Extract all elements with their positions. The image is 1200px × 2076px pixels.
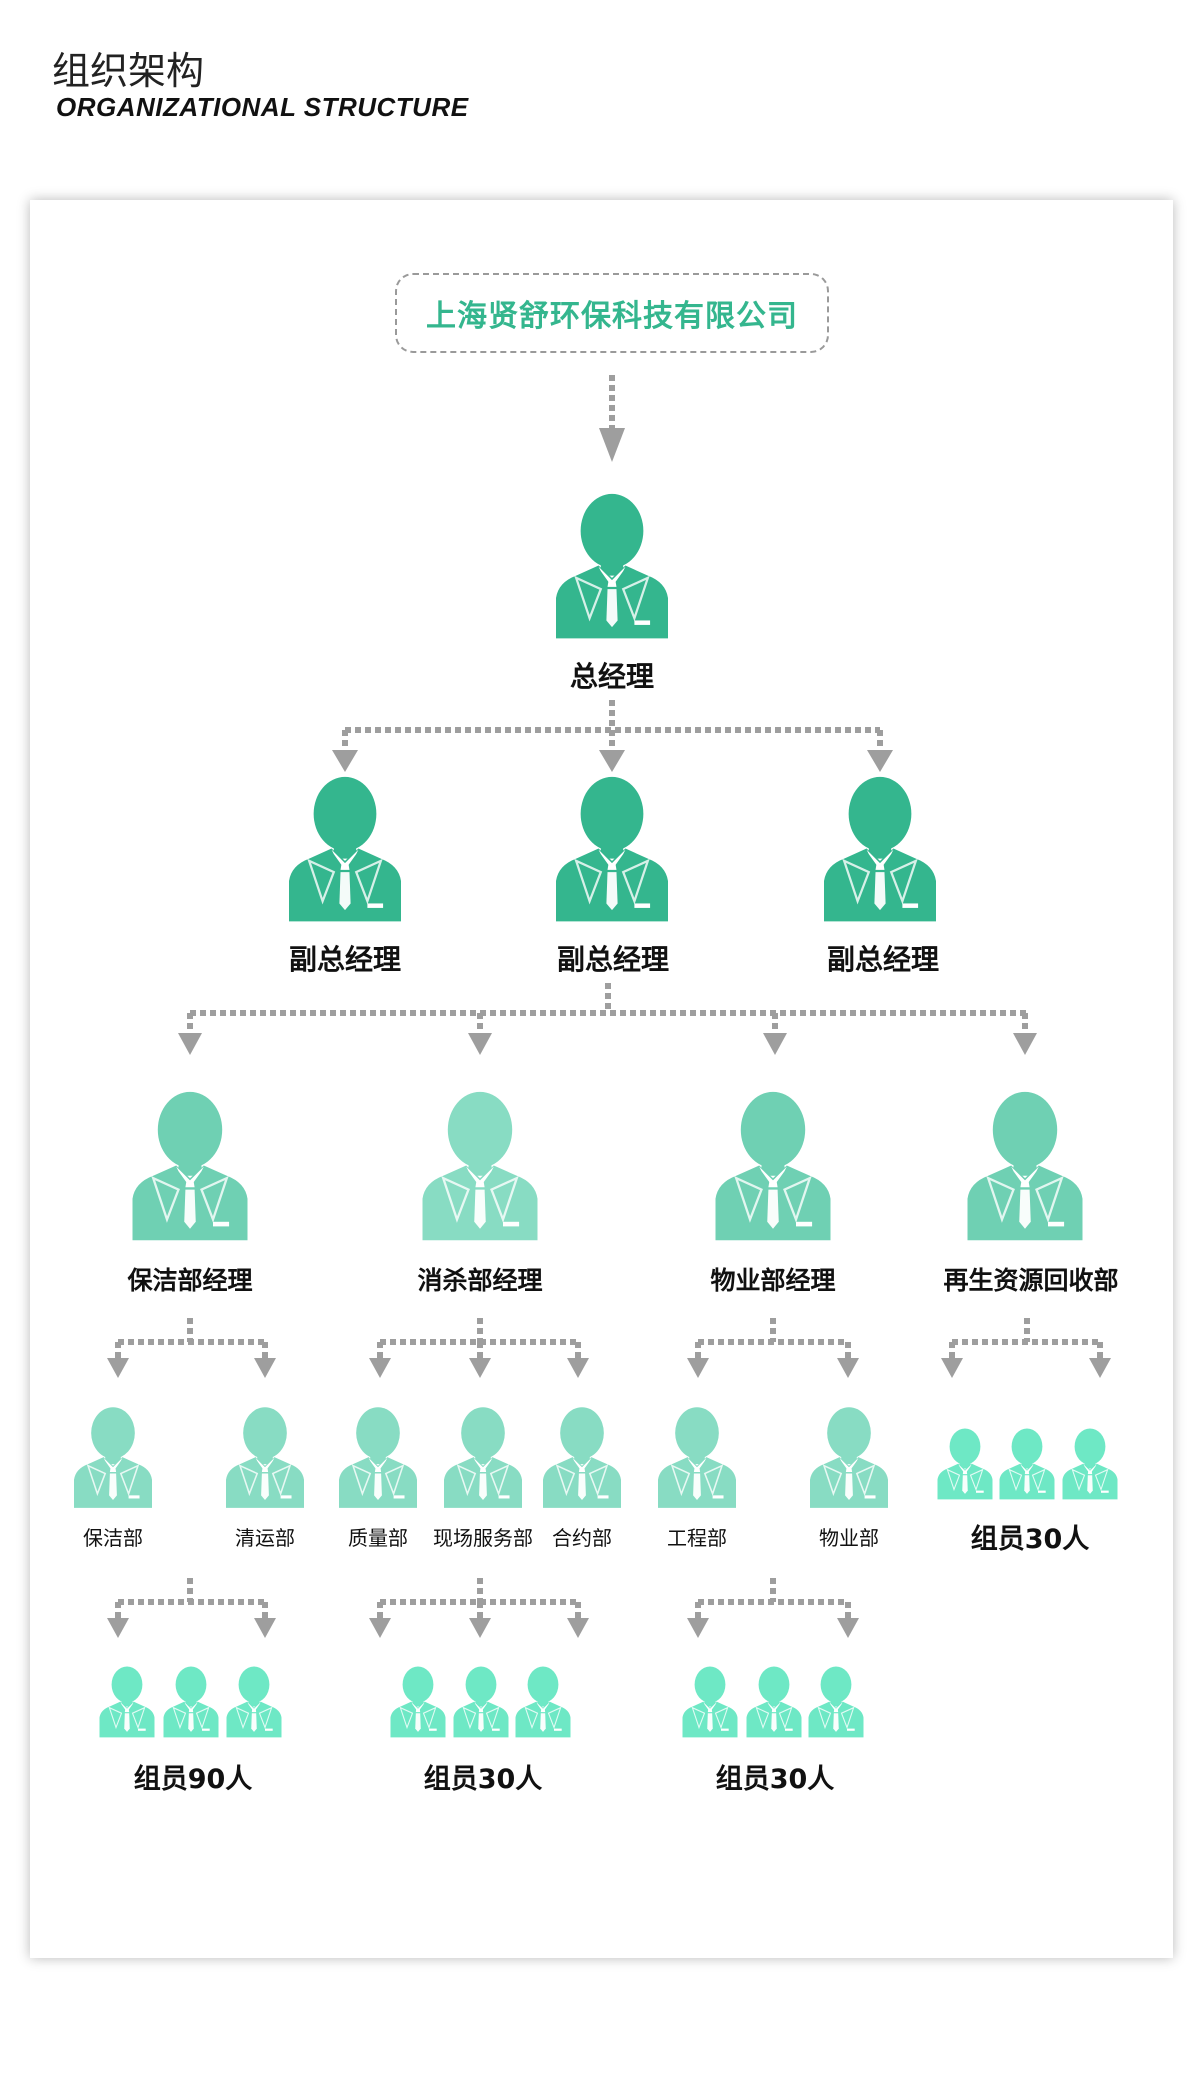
arrow-down-icon [369, 1358, 391, 1378]
arrow-down-icon [369, 1618, 391, 1638]
person-icon [824, 776, 936, 922]
person-icon [810, 1407, 888, 1508]
dept-head-label-disinfection: 消杀部经理 [417, 1266, 543, 1295]
person-icon [390, 1666, 446, 1738]
person-icon [967, 1091, 1083, 1241]
person-icon [226, 1407, 304, 1508]
arrow-down-icon [468, 1033, 492, 1055]
arrow-down-icon [837, 1618, 859, 1638]
group-label-cleaning: 组员90人 [133, 1764, 253, 1795]
arrow-down-icon [687, 1358, 709, 1378]
arrow-down-icon [599, 428, 625, 462]
person-icon [132, 1091, 248, 1241]
person-icon [444, 1407, 522, 1508]
person-icon [226, 1666, 282, 1738]
dept-head-label-recycling: 再生资源回收部 [943, 1266, 1119, 1295]
person-icon [937, 1428, 993, 1500]
subdept-label-contract: 合约部 [552, 1526, 612, 1550]
subdept-label-quality: 质量部 [348, 1526, 408, 1550]
ceo-label: 总经理 [569, 660, 655, 693]
arrow-down-icon [867, 750, 893, 772]
arrow-down-icon [469, 1618, 491, 1638]
person-icon [163, 1666, 219, 1738]
dept-head-label-cleaning: 保洁部经理 [127, 1266, 253, 1295]
person-icon [556, 493, 668, 639]
arrow-down-icon [1013, 1033, 1037, 1055]
subdept-label-transport: 清运部 [235, 1526, 295, 1550]
group-label-recycling: 组员30人 [970, 1524, 1090, 1555]
arrow-down-icon [469, 1358, 491, 1378]
org-chart-card [30, 200, 1173, 1958]
person-icon [682, 1666, 738, 1738]
person-icon [556, 776, 668, 922]
person-icon [289, 776, 401, 922]
person-icon [715, 1091, 831, 1241]
dept-head-label-property: 物业部经理 [710, 1266, 836, 1295]
arrow-down-icon [254, 1358, 276, 1378]
page-subtitle: ORGANIZATIONAL STRUCTURE [56, 92, 469, 122]
page-title: 组织架构 [52, 49, 205, 93]
group-label-disinfection: 组员30人 [423, 1764, 543, 1795]
arrow-down-icon [178, 1033, 202, 1055]
person-icon [808, 1666, 864, 1738]
arrow-down-icon [941, 1358, 963, 1378]
subdept-label-cleaning: 保洁部 [83, 1526, 143, 1550]
vice-gm-label-3: 副总经理 [826, 943, 940, 976]
person-icon [746, 1666, 802, 1738]
arrow-down-icon [599, 750, 625, 772]
arrow-down-icon [567, 1358, 589, 1378]
arrow-down-icon [332, 750, 358, 772]
arrow-down-icon [687, 1618, 709, 1638]
person-icon [74, 1407, 152, 1508]
vice-gm-label-2: 副总经理 [556, 943, 670, 976]
person-icon [453, 1666, 509, 1738]
subdept-label-engineering: 工程部 [667, 1526, 727, 1550]
person-icon [543, 1407, 621, 1508]
person-icon [422, 1091, 538, 1241]
arrow-down-icon [107, 1618, 129, 1638]
group-label-property: 组员30人 [715, 1764, 835, 1795]
arrow-down-icon [763, 1033, 787, 1055]
person-icon [1062, 1428, 1118, 1500]
arrow-down-icon [567, 1618, 589, 1638]
person-icon [515, 1666, 571, 1738]
arrow-down-icon [254, 1618, 276, 1638]
vice-gm-label-1: 副总经理 [288, 943, 402, 976]
arrow-down-icon [837, 1358, 859, 1378]
subdept-label-field-service: 现场服务部 [433, 1526, 533, 1550]
person-icon [999, 1428, 1055, 1500]
person-icon [339, 1407, 417, 1508]
person-icon [99, 1666, 155, 1738]
arrow-down-icon [107, 1358, 129, 1378]
subdept-label-property: 物业部 [819, 1526, 879, 1550]
person-icon [658, 1407, 736, 1508]
arrow-down-icon [1089, 1358, 1111, 1378]
company-name-box: 上海贤舒环保科技有限公司 [395, 273, 829, 353]
